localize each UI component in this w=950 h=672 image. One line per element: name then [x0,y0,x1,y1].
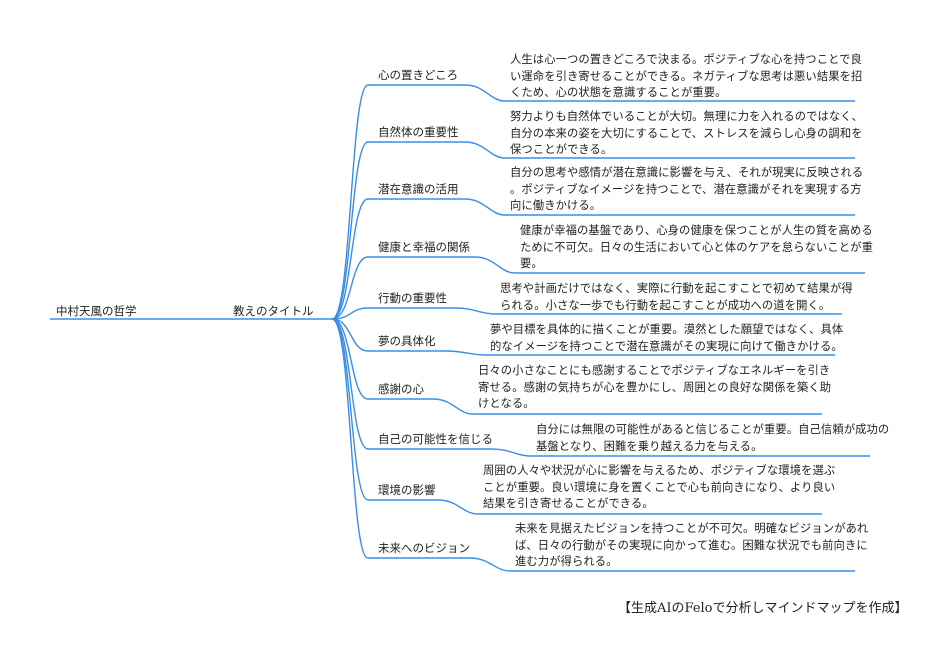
child-underline [368,198,855,216]
child-description-line: 自分の思考や感情が潜在意識に影響を与え、それが現実に反映される [510,166,864,179]
branch-connector [331,84,369,320]
child-description-line: 向に働きかける。 [510,199,602,212]
child-description-line: られる。小さな一歩でも行動を起こすことが成功への道を開く。 [500,298,831,312]
child-node-label: 健康と幸福の関係 [378,240,470,254]
child-node-label: 自己の可能性を信じる [378,432,493,446]
child-description-line: くため、心の状態を意識することが重要。 [510,86,727,99]
child-description-line: 夢や目標を具体的に描くことが重要。漠然とした願望ではなく、具体 [490,323,844,336]
child-underline [368,398,822,415]
child-node-label: 心の置きどころ [378,68,459,82]
child-description-line: 努力よりも自然体でいることが大切。無理に力を入れるのではなく、 [510,110,864,123]
child-description-line: 。ポジティブなイメージを持つことで、潜在意識がそれを実現する方 [510,182,862,196]
child-node-label: 感謝の心 [378,382,424,396]
child-node-label: 自然体の重要性 [378,125,459,139]
branch-connector [331,318,369,400]
child-description-line: 自分の本来の姿を大切にすることで、ストレスを減らし心身の調和を [510,126,863,140]
child-description-line: ことが重要。良い環境に身を置くことで心も前向きになり、より良い [483,480,836,494]
child-description-line: 要。 [520,257,543,270]
child-description-line: 人生は心一つの置きどころで決まる。ポジティブな心を持つことで良 [510,53,862,66]
branch-connector [331,318,369,352]
branch-connector [331,307,369,320]
child-description-line: けとなる。 [478,397,535,410]
branch-connector [331,256,369,320]
child-node-label: 潜在意識の活用 [378,182,459,196]
child-description-line: ために不可欠。日々の生活において心と体のケアを怠らないことが重 [520,240,873,254]
child-description-line: い運命を引き寄せることができる。ネガティブな思考は悪い結果を招 [510,69,863,83]
child-description-line: 自分には無限の可能性があると信じることが重要。自己信頼が成功の [536,423,890,436]
branch-connector [331,141,369,320]
child-description-line: 健康が幸福の基盤であり、心身の健康を保つことが人生の質を高める [520,224,873,237]
child-underline [368,448,870,457]
branch-connector [331,198,369,320]
child-description-line: 思考や計画だけではなく、実際に行動を起こすことで初めて結果が得 [500,282,853,295]
child-description-line: ば、日々の行動がその実現に向かって進む。困難な状況でも前向きに [515,538,868,552]
child-underline [368,84,855,102]
child-description-line: 未来を見据えたビジョンを持つことが不可欠。明確なビジョンがあれ [515,522,869,535]
child-underline [368,307,842,315]
child-node-label: 夢の具体化 [378,334,436,348]
child-description-line: 日々の小さなことにも感謝することでポジティブなエネルギーを引き [478,364,831,377]
child-description-line: 保つことができる。 [510,143,613,156]
child-description-line: 結果を引き寄せることができる。 [483,497,654,510]
child-description-line: 寄せる。感謝の気持ちが心を豊かにし、周囲との良好な関係を築く助 [478,380,832,394]
center-node: 教えのタイトル [233,304,314,318]
child-node-label: 環境の影響 [378,483,436,497]
child-underline [368,350,835,356]
child-description-line: 周囲の人々や状況が心に影響を与えるため、ポジティブな環境を選ぶ [483,464,836,477]
child-underline [368,557,855,572]
child-underline [368,256,865,274]
child-description-line: 進む力が得られる。 [515,555,618,568]
footer-caption: 【生成AIのFeloで分析しマインドマップを作成】 [618,601,908,616]
root-node: 中村天風の哲学 [56,304,137,318]
child-node-label: 行動の重要性 [378,291,447,305]
child-node-label: 未来へのビジョン [378,541,470,555]
branch-connector [331,318,369,559]
child-underline [368,141,855,159]
child-description-line: 的なイメージを持つことで潜在意識がその実現に向けて働きかける。 [490,339,843,353]
child-description-line: 基盤となり、困難を乗り越える力を与える。 [536,439,763,453]
branch-connector [331,318,369,501]
child-underline [368,499,822,515]
